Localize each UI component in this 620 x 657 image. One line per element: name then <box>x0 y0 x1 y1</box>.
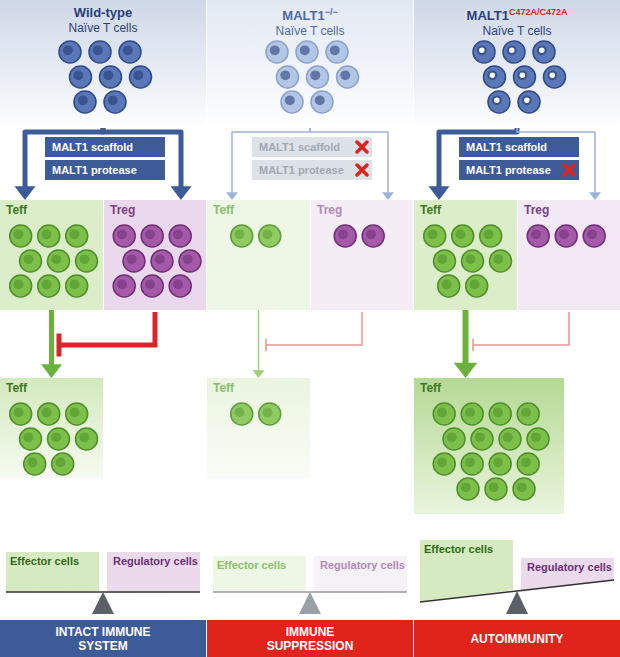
red-x-mark <box>562 163 576 177</box>
genotype-superscript: −/− <box>325 7 338 17</box>
teff-panel: Teff <box>414 378 564 514</box>
malt1-domain-box: MALT1 protease <box>45 160 165 180</box>
inhibition-line <box>266 312 362 345</box>
teff-panel: Teff <box>414 200 517 310</box>
domain-label: MALT1 protease <box>259 163 354 177</box>
scale-fulcrum <box>299 592 321 614</box>
regulatory-weight <box>314 556 407 593</box>
cell-type-label: Naïve T cells <box>414 24 620 39</box>
cell-population-label: Teff <box>420 381 558 396</box>
cell-illustration <box>414 0 620 116</box>
cell-population-label: Treg <box>110 203 200 218</box>
cell-population-label: Teff <box>420 203 511 218</box>
scale-label: Effector cells <box>10 555 79 567</box>
malt1-domain-box: MALT1 scaffold <box>252 137 372 157</box>
cell-type-label: Naïve T cells <box>0 21 206 36</box>
malt1-domain-box: MALT1 scaffold <box>45 137 165 157</box>
red-x-mark <box>355 163 369 177</box>
cell-population-label: Teff <box>6 203 97 218</box>
domain-label: MALT1 scaffold <box>466 140 561 154</box>
teff-panel: Teff <box>207 200 310 310</box>
genotype-header: MALT1−/− Naïve T cells <box>207 0 413 128</box>
flow-arrow <box>454 310 478 378</box>
malt1-domain-box: MALT1 protease <box>252 160 372 180</box>
genotype-name: Wild-type <box>74 5 132 20</box>
teff-panel: Teff <box>0 200 103 310</box>
inhibition-bar <box>265 339 267 352</box>
effector-weight <box>6 552 99 592</box>
cell-illustration <box>414 378 564 503</box>
scale-label: Effector cells <box>424 543 493 555</box>
scale-fulcrum <box>506 591 528 614</box>
inhibition-bar <box>472 339 474 352</box>
genotype-name: MALT1 <box>282 8 324 23</box>
effector-weight <box>213 556 306 592</box>
genotype-header: MALT1C472A/C472A Naïve T cells <box>414 0 620 128</box>
inhibition-bar <box>57 334 62 357</box>
red-x-mark <box>355 140 369 154</box>
treg-panel: Treg <box>311 200 413 310</box>
scale-label: Effector cells <box>217 559 286 571</box>
cell-population-label: Treg <box>317 203 407 218</box>
cell-type-label: Naïve T cells <box>207 24 413 39</box>
cell-population-label: Treg <box>524 203 614 218</box>
malt1-domain-box: MALT1 protease <box>459 160 579 180</box>
domain-label: MALT1 protease <box>52 163 147 177</box>
domain-label: MALT1 scaffold <box>52 140 147 154</box>
treg-panel: Treg <box>104 200 206 310</box>
outcome-band: IMMUNE SUPPRESSION <box>207 620 413 657</box>
genotype-header: Wild-typeNaïve T cells <box>0 0 206 128</box>
flow-arrow <box>41 310 62 378</box>
inhibition-line <box>473 312 569 345</box>
outcome-label: INTACT IMMUNE SYSTEM <box>43 625 163 653</box>
regulatory-weight <box>107 552 200 593</box>
outcome-band: AUTOIMMUNITY <box>414 620 620 657</box>
cell-population-label: Teff <box>213 203 304 218</box>
domain-label: MALT1 protease <box>466 163 561 177</box>
flow-arrow <box>253 310 265 378</box>
cell-population-label: Teff <box>213 381 304 396</box>
genotype-name: MALT1 <box>467 8 509 23</box>
inhibition-line <box>59 312 155 345</box>
malt1-domain-box: MALT1 scaffold <box>459 137 579 157</box>
outcome-label: AUTOIMMUNITY <box>470 632 563 646</box>
genotype-superscript: C472A/C472A <box>509 7 568 17</box>
teff-panel: Teff <box>207 378 310 478</box>
scale-label: Regulatory cells <box>320 559 405 571</box>
outcome-band: INTACT IMMUNE SYSTEM <box>0 620 206 657</box>
regulatory-weight <box>521 558 614 592</box>
outcome-label: IMMUNE SUPPRESSION <box>250 625 370 653</box>
treg-panel: Treg <box>518 200 620 310</box>
teff-panel: Teff <box>0 378 103 478</box>
scale-fulcrum <box>92 592 114 614</box>
domain-label: MALT1 scaffold <box>259 140 354 154</box>
cell-population-label: Teff <box>6 381 97 396</box>
scale-label: Regulatory cells <box>113 555 198 567</box>
scale-label: Regulatory cells <box>527 561 612 573</box>
